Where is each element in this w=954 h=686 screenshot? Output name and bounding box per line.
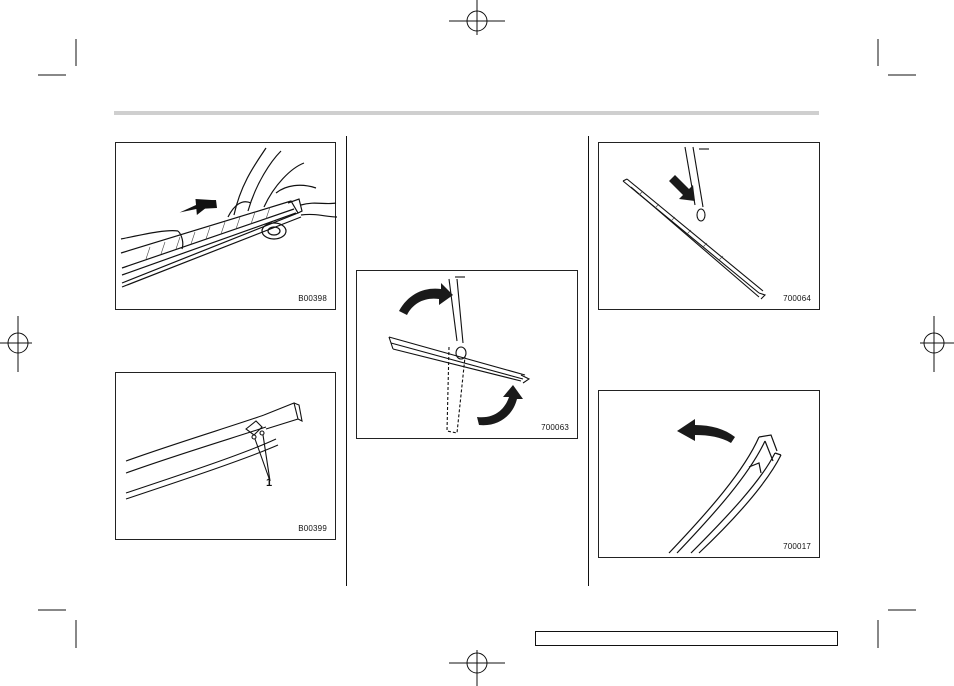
callout-number: 1 [266,477,272,489]
illustration-blade-detail [116,373,337,541]
illustration-rubber-install [599,391,821,559]
illustration-blade-attach [599,143,821,311]
column-divider-1 [346,136,347,586]
curved-arrow-left-icon [677,419,735,443]
figure-blade-rotate: 700063 [356,270,578,439]
figure-blade-attach: 700064 [598,142,820,310]
illustration-blade-rotate [357,271,579,440]
footer-page-box [535,631,838,646]
figure-blade-slide: B00398 [115,142,336,310]
figure-code: 700064 [783,294,811,303]
figure-code: 700017 [783,542,811,551]
figure-code: B00399 [298,524,327,533]
rotate-arrow-icon [399,283,453,315]
push-arrow-icon [669,175,695,201]
rotate-arrow-icon [477,385,523,425]
figure-code: 700063 [541,423,569,432]
figure-rubber-install: 700017 [598,390,820,558]
figure-code: B00398 [298,294,327,303]
header-rule [114,111,819,115]
illustration-blade-slide [116,143,337,311]
column-divider-2 [588,136,589,586]
figure-blade-detail: 1 B00399 [115,372,336,540]
